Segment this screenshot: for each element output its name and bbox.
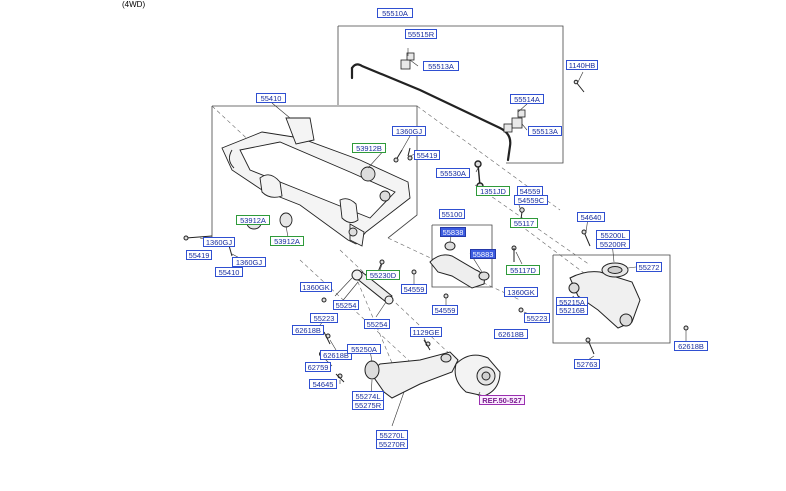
part-label-55838[interactable]: 55838 xyxy=(440,227,466,237)
part-label-53912b[interactable]: 53912B xyxy=(352,143,386,153)
part-label-1360gk[interactable]: 1360GK xyxy=(300,282,332,292)
stabilizer-bar xyxy=(350,63,512,162)
part-label-55117[interactable]: 55117 xyxy=(510,218,538,228)
part-label-55514a[interactable]: 55514A xyxy=(510,94,544,104)
crossmember-subframe xyxy=(221,117,411,247)
part-label-62618b-b[interactable]: 62618B xyxy=(494,329,528,339)
lower-control-arm xyxy=(568,262,641,329)
part-label-55515r[interactable]: 55515R xyxy=(405,29,437,39)
part-label-62618b-c[interactable]: 62618B xyxy=(320,350,352,360)
part-label-55254[interactable]: 55254 xyxy=(333,300,359,310)
part-label-55270r[interactable]: 55270R xyxy=(376,439,408,449)
part-label-1140hb[interactable]: 1140HB xyxy=(566,60,598,70)
upper-arm xyxy=(429,241,490,289)
part-label-55513a-b[interactable]: 55513A xyxy=(528,126,562,136)
rear-knuckle xyxy=(454,354,501,397)
part-label-55419-b[interactable]: 55419 xyxy=(186,250,212,260)
part-label-55410-b[interactable]: 55410 xyxy=(215,267,243,277)
part-label-62618b[interactable]: 62618B xyxy=(292,325,324,335)
part-label-54559-b[interactable]: 54559 xyxy=(401,284,427,294)
part-label-55223-b[interactable]: 55223 xyxy=(524,313,550,323)
part-label-55272[interactable]: 55272 xyxy=(636,262,662,272)
drive-type-note: (4WD) xyxy=(122,0,146,9)
part-label-55513a[interactable]: 55513A xyxy=(423,61,459,71)
part-label-1129ge[interactable]: 1129GE xyxy=(410,327,442,337)
part-label-55254-b[interactable]: 55254 xyxy=(364,319,390,329)
part-label-54559-c[interactable]: 54559 xyxy=(432,305,458,315)
trailing-arm xyxy=(364,351,459,399)
part-label-55216b[interactable]: 55216B xyxy=(556,305,588,315)
part-label-54559c[interactable]: 54559C xyxy=(514,195,548,205)
part-label-55530a[interactable]: 55530A xyxy=(436,168,470,178)
part-label-1360gj-c[interactable]: 1360GJ xyxy=(232,257,266,267)
part-label-55223[interactable]: 55223 xyxy=(310,313,338,323)
part-label-54640[interactable]: 54640 xyxy=(577,212,605,222)
part-label-55419[interactable]: 55419 xyxy=(414,150,440,160)
part-label-55510a[interactable]: 55510A xyxy=(377,8,413,18)
crossmember-group-outline xyxy=(212,105,418,239)
assist-arm xyxy=(351,269,394,305)
part-label-62759[interactable]: 62759 xyxy=(305,362,331,372)
part-label-53912a-b[interactable]: 53912A xyxy=(270,236,304,246)
part-label-55883[interactable]: 55883 xyxy=(470,249,496,259)
stabilizer-group-outline xyxy=(338,25,564,164)
part-label-1360gj-b[interactable]: 1360GJ xyxy=(203,237,235,247)
part-label-1360gj[interactable]: 1360GJ xyxy=(392,126,426,136)
part-label-55410[interactable]: 55410 xyxy=(256,93,286,103)
part-label-1351jd[interactable]: 1351JD xyxy=(476,186,510,196)
part-label-55230d[interactable]: 55230D xyxy=(366,270,400,280)
part-label-55200r[interactable]: 55200R xyxy=(596,239,630,249)
part-label-55117d[interactable]: 55117D xyxy=(506,265,540,275)
part-label-55100[interactable]: 55100 xyxy=(439,209,465,219)
part-label-1360gk-b[interactable]: 1360GK xyxy=(504,287,538,297)
part-label-52763[interactable]: 52763 xyxy=(574,359,600,369)
part-label-54645[interactable]: 54645 xyxy=(309,379,337,389)
reference-link-50-527[interactable]: REF.50-527 xyxy=(479,395,525,405)
part-label-55275r[interactable]: 55275R xyxy=(352,400,384,410)
part-label-55250a[interactable]: 55250A xyxy=(347,344,381,354)
part-label-62618b-d[interactable]: 62618B xyxy=(674,341,708,351)
lower-arm-box-outline xyxy=(552,254,671,344)
part-label-53912a[interactable]: 53912A xyxy=(236,215,270,225)
